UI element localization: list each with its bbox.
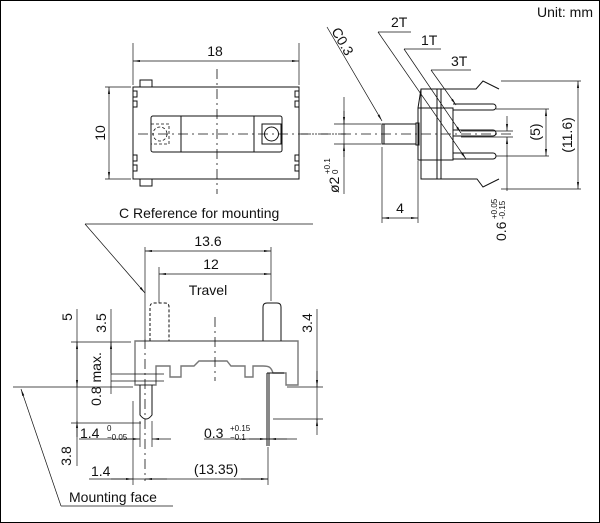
dim-height-10: 10 [92,125,108,141]
dim-width-18: 18 [207,43,223,59]
reference-for-mounting-label: C Reference for mounting [119,205,279,221]
dim-1-4-tol-lower: −0.05 [107,433,128,442]
dim-0-3-tol-upper: +0.15 [230,424,251,433]
chamfer-label: C0.3 [328,25,357,59]
shaft-diameter-label: ø2 [326,176,342,193]
pin-pitch-label: (5) [527,123,543,140]
front-view: C Reference for mounting 13.6 12 Travel … [13,205,323,507]
shaft-length-label: 4 [396,200,404,216]
pin-width-label: 0.6 [493,221,509,241]
terminal-3t-label: 3T [451,53,468,69]
dim-1-4-tol-upper: 0 [107,424,112,433]
unit-label: Unit: mm [537,4,593,20]
shaft-diameter-tol-lower: 0 [331,169,340,174]
terminal-1t-label: 1T [421,32,438,48]
dim-0-3-tol-lower: −0.1 [230,433,246,442]
top-body-outline [132,86,300,180]
dim-3-8-label: 3.8 [58,446,74,466]
outer-span-label: 13.6 [194,233,221,249]
shaft-diameter-tol-upper: +0.1 [323,158,332,174]
dim-0-8-max-label: 0.8 max. [88,352,104,406]
top-view: 18 10 [92,43,346,194]
travel-span-label: 12 [203,256,219,272]
terminal-2t-label: 2T [391,14,408,30]
pin-width-tol-lower: -0.15 [498,200,507,219]
dim-5-label: 5 [59,313,75,321]
side-view: C0.3 2T 1T 3T ø2 +0.1 0 4 (5) (11.6) [301,14,581,241]
overall-height-label: (11.6) [559,117,575,153]
pin-width-tol-upper: +0.05 [490,198,499,219]
dim-1-4-label: 1.4 [91,463,111,479]
mounting-face-label: Mounting face [69,489,157,505]
dim-1-4-tol-label: 1.4 [80,425,100,441]
travel-label: Travel [189,282,227,298]
dim-3-5-label: 3.5 [93,313,109,333]
dim-3-4-label: 3.4 [299,313,315,333]
dim-0-3-label: 0.3 [204,425,224,441]
dim-13-35-label: (13.35) [194,461,238,477]
